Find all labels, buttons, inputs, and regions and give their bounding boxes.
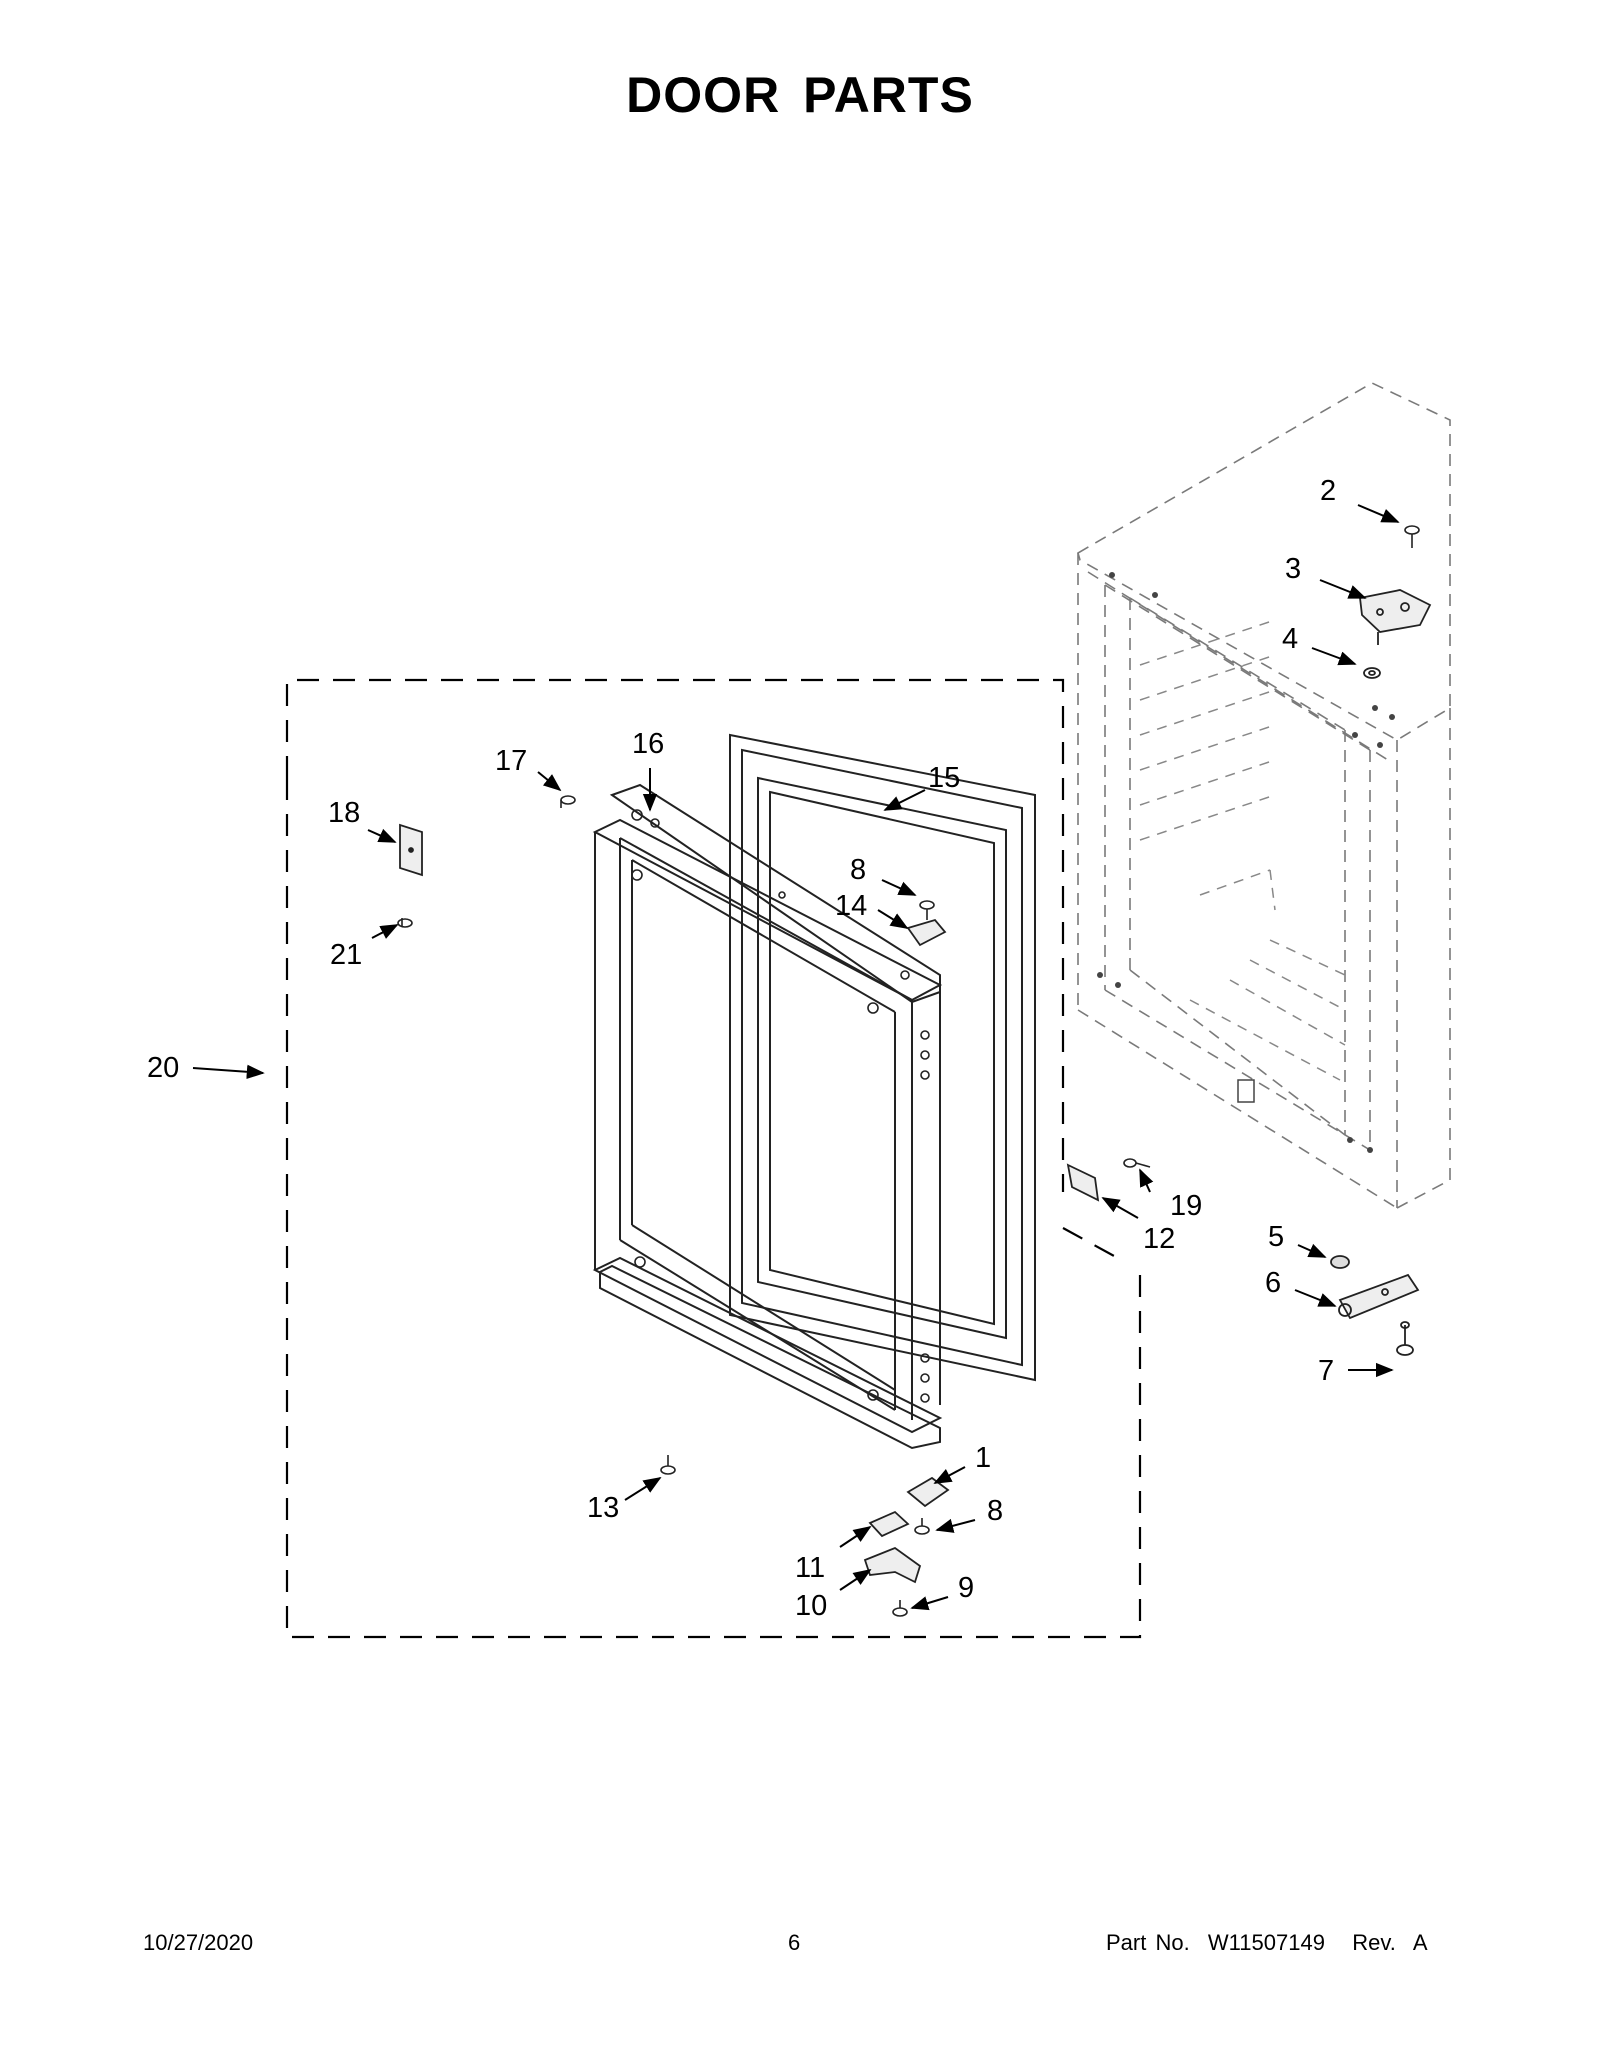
- washer-icon: [1363, 667, 1381, 679]
- plug-icon: [397, 918, 413, 928]
- hinge-bottom-icon: [1338, 1273, 1420, 1320]
- callout-19: 19: [1170, 1190, 1202, 1222]
- cabinet-outline: [1077, 382, 1451, 1209]
- page-title: DOOR PARTS: [626, 67, 974, 123]
- hinge-plate-icon: [906, 918, 947, 947]
- callout-20: 20: [147, 1052, 179, 1084]
- callout-16: 16: [632, 728, 664, 760]
- hinge-cover-icon: [863, 1546, 922, 1584]
- callout-10: 10: [795, 1590, 827, 1622]
- screw-icon: [919, 900, 935, 920]
- callout-labels: 1 2 3 4 5 6 7 8 8 9 10 11 12 13 14 15 16…: [147, 475, 1336, 1622]
- footer-date: 10/27/2020: [143, 1930, 254, 1955]
- door-gasket: [729, 733, 1036, 1382]
- callout-17: 17: [495, 745, 527, 777]
- hinge-plate-icon: [906, 1476, 950, 1508]
- screw-icon: [1404, 525, 1420, 548]
- callout-7: 7: [1318, 1355, 1334, 1387]
- screw-icon: [560, 795, 576, 808]
- callout-18: 18: [328, 797, 360, 829]
- callout-21: 21: [330, 939, 362, 971]
- cover-plate-icon: [399, 823, 423, 877]
- hinge-pin-icon: [1396, 1321, 1414, 1356]
- stop-pin-icon: [660, 1455, 676, 1475]
- bushing-icon: [1330, 1255, 1350, 1269]
- screw-icon: [892, 1600, 908, 1617]
- cabinet-holes: [1097, 572, 1395, 1153]
- callout-4: 4: [1282, 623, 1298, 655]
- callout-2: 2: [1320, 475, 1336, 507]
- screw-icon: [914, 1518, 930, 1535]
- callout-8: 8: [850, 854, 866, 886]
- callout-1: 1: [975, 1442, 991, 1474]
- shim-icon: [868, 1510, 910, 1538]
- callout-13: 13: [587, 1492, 619, 1524]
- footer-page-number: 6: [788, 1930, 801, 1955]
- callout-9: 9: [958, 1572, 974, 1604]
- door-frame: [592, 783, 943, 1450]
- callout-11: 11: [795, 1552, 825, 1584]
- callout-6: 6: [1265, 1267, 1281, 1299]
- callout-arrows: [192, 504, 1400, 1611]
- callout-12: 12: [1143, 1223, 1175, 1255]
- cabinet-latch: [1237, 1079, 1255, 1103]
- hinge-top-icon: [1359, 589, 1432, 645]
- callout-5: 5: [1268, 1221, 1284, 1253]
- door-assembly-boundary: [285, 678, 1142, 1639]
- footer-part-number: Part No. W11507149 Rev. A: [1106, 1930, 1428, 1955]
- callout-3: 3: [1285, 553, 1301, 585]
- cabinet-shelf-slots: [1139, 619, 1346, 1081]
- door-frame-holes: [631, 809, 930, 1403]
- screw-icon: [1123, 1158, 1151, 1168]
- callout-15: 15: [928, 762, 960, 794]
- bracket-icon: [1066, 1163, 1100, 1202]
- callout-8b: 8: [987, 1495, 1003, 1527]
- callout-14: 14: [835, 890, 867, 922]
